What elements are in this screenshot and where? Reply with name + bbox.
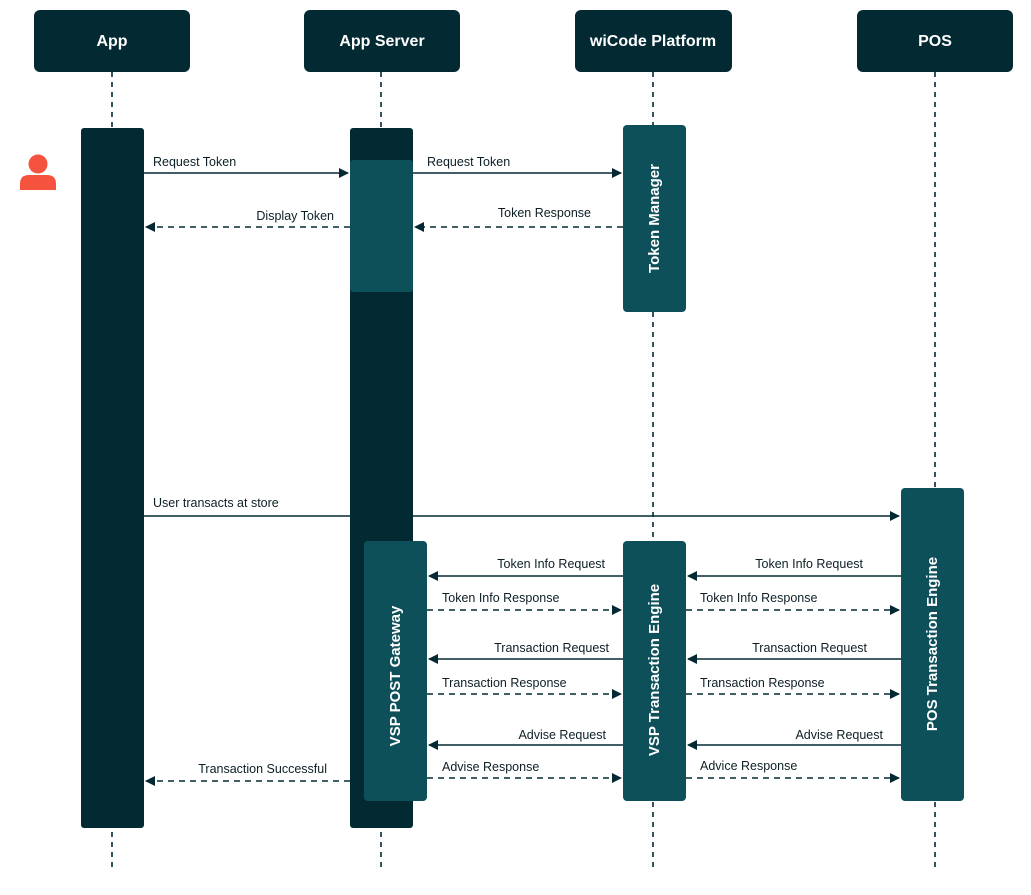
participant-app-label: App (96, 33, 127, 50)
message-label: Token Info Request (755, 557, 863, 571)
message-label: Transaction Request (494, 641, 609, 655)
message-label: Request Token (427, 155, 510, 169)
participant-wicode-platform: wiCode Platform (575, 10, 732, 72)
participant-app-server: App Server (304, 10, 460, 72)
message-label: Transaction Request (752, 641, 867, 655)
lifelines (111, 72, 936, 868)
message-advise-response: Advise Response (427, 760, 622, 783)
message-label: Token Response (498, 206, 591, 220)
participant-wicode-platform-label: wiCode Platform (589, 33, 716, 50)
activations: Token Manager VSP POST Gateway VSP Trans… (81, 125, 964, 828)
activation-vsp-post-gateway-label: VSP POST Gateway (387, 605, 404, 746)
message-label: Advise Response (442, 760, 539, 774)
message-label: Token Info Response (442, 591, 559, 605)
activation-app (81, 128, 144, 828)
message-token-info-request-vsp: Token Info Request (428, 557, 623, 581)
message-label: Token Info Request (497, 557, 605, 571)
message-transaction-request-pos: Transaction Request (687, 641, 901, 664)
message-transaction-successful: Transaction Successful (145, 762, 350, 786)
activation-app-server-token (350, 160, 413, 292)
message-label: Transaction Response (442, 676, 567, 690)
messages: Request Token Request Token Token Respon… (144, 155, 901, 786)
message-transaction-request-vsp: Transaction Request (428, 641, 623, 664)
user-icon (20, 154, 56, 190)
message-token-info-response-vsp: Token Info Response (686, 591, 900, 615)
message-label: Advise Request (795, 728, 883, 742)
activation-pos-transaction-engine-label: POS Transaction Engine (924, 557, 941, 731)
message-advise-request-pos: Advise Request (687, 728, 901, 750)
message-token-info-response-gateway: Token Info Response (427, 591, 622, 615)
message-label: User transacts at store (153, 496, 279, 510)
activation-vsp-transaction-engine: VSP Transaction Engine (623, 541, 686, 801)
message-label: Request Token (153, 155, 236, 169)
activation-vsp-transaction-engine-label: VSP Transaction Engine (646, 584, 663, 756)
activation-token-manager: Token Manager (623, 125, 686, 312)
message-advise-request-vsp: Advise Request (428, 728, 623, 750)
participant-pos-label: POS (918, 33, 952, 50)
message-label: Transaction Response (700, 676, 825, 690)
message-request-token-app: Request Token (144, 155, 349, 178)
message-token-response: Token Response (414, 206, 623, 232)
message-request-token-server: Request Token (413, 155, 622, 178)
activation-vsp-post-gateway: VSP POST Gateway (364, 541, 427, 801)
activation-pos-transaction-engine: POS Transaction Engine (901, 488, 964, 801)
message-advice-response: Advice Response (686, 759, 900, 783)
participant-app-server-label: App Server (339, 33, 424, 50)
message-user-transacts: User transacts at store (144, 496, 900, 521)
message-label: Transaction Successful (198, 762, 327, 776)
message-transaction-response-gateway: Transaction Response (427, 676, 622, 699)
activation-token-manager-label: Token Manager (646, 164, 663, 273)
message-token-info-request-pos: Token Info Request (687, 557, 901, 581)
message-label: Advice Response (700, 759, 797, 773)
participant-app: App (34, 10, 190, 72)
message-label: Token Info Response (700, 591, 817, 605)
message-display-token: Display Token (145, 209, 350, 232)
participant-headers: App App Server wiCode Platform POS (34, 10, 1013, 72)
participant-pos: POS (857, 10, 1013, 72)
message-label: Advise Request (518, 728, 606, 742)
message-label: Display Token (256, 209, 334, 223)
message-transaction-response-vsp: Transaction Response (686, 676, 900, 699)
